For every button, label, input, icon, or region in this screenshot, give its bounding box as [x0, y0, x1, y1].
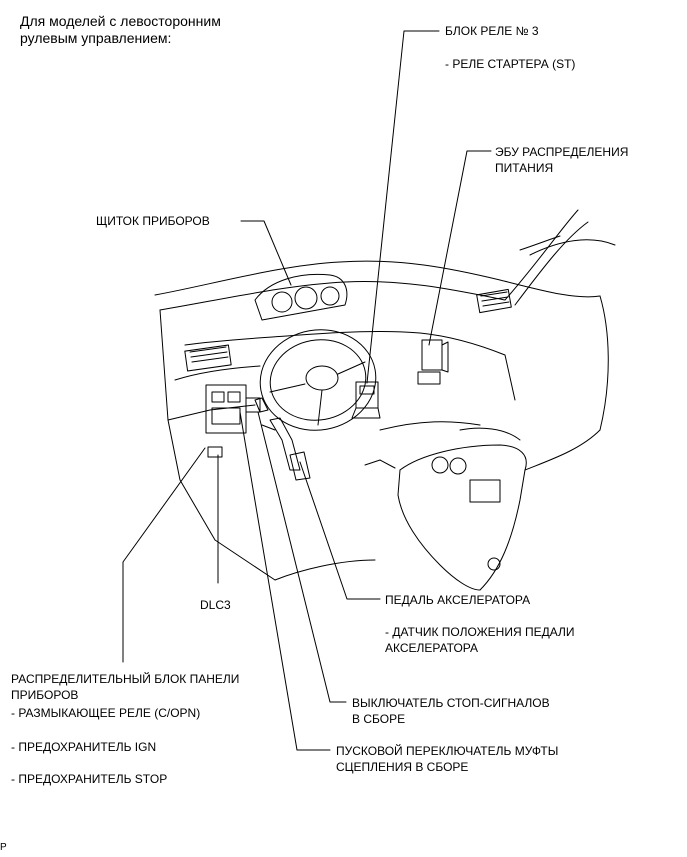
leader-clutch-switch: [239, 411, 331, 751]
label-power-ecu-line-2: ПИТАНИЯ: [495, 161, 554, 175]
label-clutch-switch-line-2: СЦЕПЛЕНИЯ В СБОРЕ: [336, 760, 469, 774]
label-stop-switch-line-1: ВЫКЛЮЧАТЕЛЬ СТОП-СИГНАЛОВ: [352, 696, 550, 710]
label-accel-sensor-line-1: - ДАТЧИК ПОЛОЖЕНИЯ ПЕДАЛИ: [385, 625, 575, 639]
center-console-drawing: [364, 427, 527, 591]
label-junction-block-line-1: РАСПРЕДЕЛИТЕЛЬНЫЙ БЛОК ПАНЕЛИ: [11, 672, 240, 686]
leader-stop-switch: [257, 411, 347, 703]
pedals-drawing: [254, 397, 311, 481]
leader-junction-block: [122, 447, 206, 663]
leader-instrument-panel: [240, 220, 292, 286]
relay-block-drawing: [351, 381, 381, 419]
label-power-ecu-line-1: ЭБУ РАСПРЕДЕЛЕНИЯ: [495, 145, 629, 159]
leader-power-ecu: [428, 150, 492, 346]
label-junction-block-line-2: ПРИБОРОВ: [11, 688, 79, 702]
label-fuse-ign: - ПРЕДОХРАНИТЕЛЬ IGN: [11, 740, 157, 754]
label-instrument-panel: ЩИТОК ПРИБОРОВ: [96, 214, 210, 228]
instrument-cluster-drawing: [254, 273, 348, 321]
label-starter-relay: - РЕЛЕ СТАРТЕРА (ST): [445, 57, 576, 71]
power-ecu-drawing: [417, 339, 449, 385]
label-stop-switch-line-2: В СБОРЕ: [352, 712, 406, 726]
label-clutch-switch-line-1: ПУСКОВОЙ ПЕРЕКЛЮЧАТЕЛЬ МУФТЫ: [336, 744, 559, 758]
diagram-heading: Для моделей с левосторонним рулевым упра…: [20, 13, 221, 47]
leader-relay-block: [366, 30, 440, 384]
left-air-vent: [184, 344, 232, 372]
left-kick-panel: [159, 309, 276, 581]
junction-block-drawing: [205, 384, 261, 434]
heading-line-2: рулевым управлением:: [20, 30, 172, 46]
corner-mark: P: [0, 842, 7, 853]
leader-accel-pedal: [299, 461, 381, 600]
label-opening-relay: - РАЗМЫКАЮЩЕЕ РЕЛЕ (C/OPN): [11, 706, 201, 720]
heading-line-1: Для моделей с левосторонним: [20, 13, 221, 29]
right-air-vent: [476, 288, 512, 314]
label-accel-sensor-line-2: АКСЕЛЕРАТОРА: [385, 641, 479, 655]
dlc3-connector: [207, 446, 223, 458]
label-fuse-stop: - ПРЕДОХРАНИТЕЛЬ STOP: [11, 772, 168, 786]
label-accel-pedal: ПЕДАЛЬ АКСЕЛЕРАТОРА: [385, 593, 531, 607]
dashboard-top-outline: [154, 260, 601, 298]
steering-wheel-drawing: [259, 329, 377, 431]
label-relay-block: БЛОК РЕЛЕ № 3: [445, 24, 539, 38]
a-pillar: [504, 209, 579, 301]
label-dlc3: DLC3: [200, 598, 231, 612]
